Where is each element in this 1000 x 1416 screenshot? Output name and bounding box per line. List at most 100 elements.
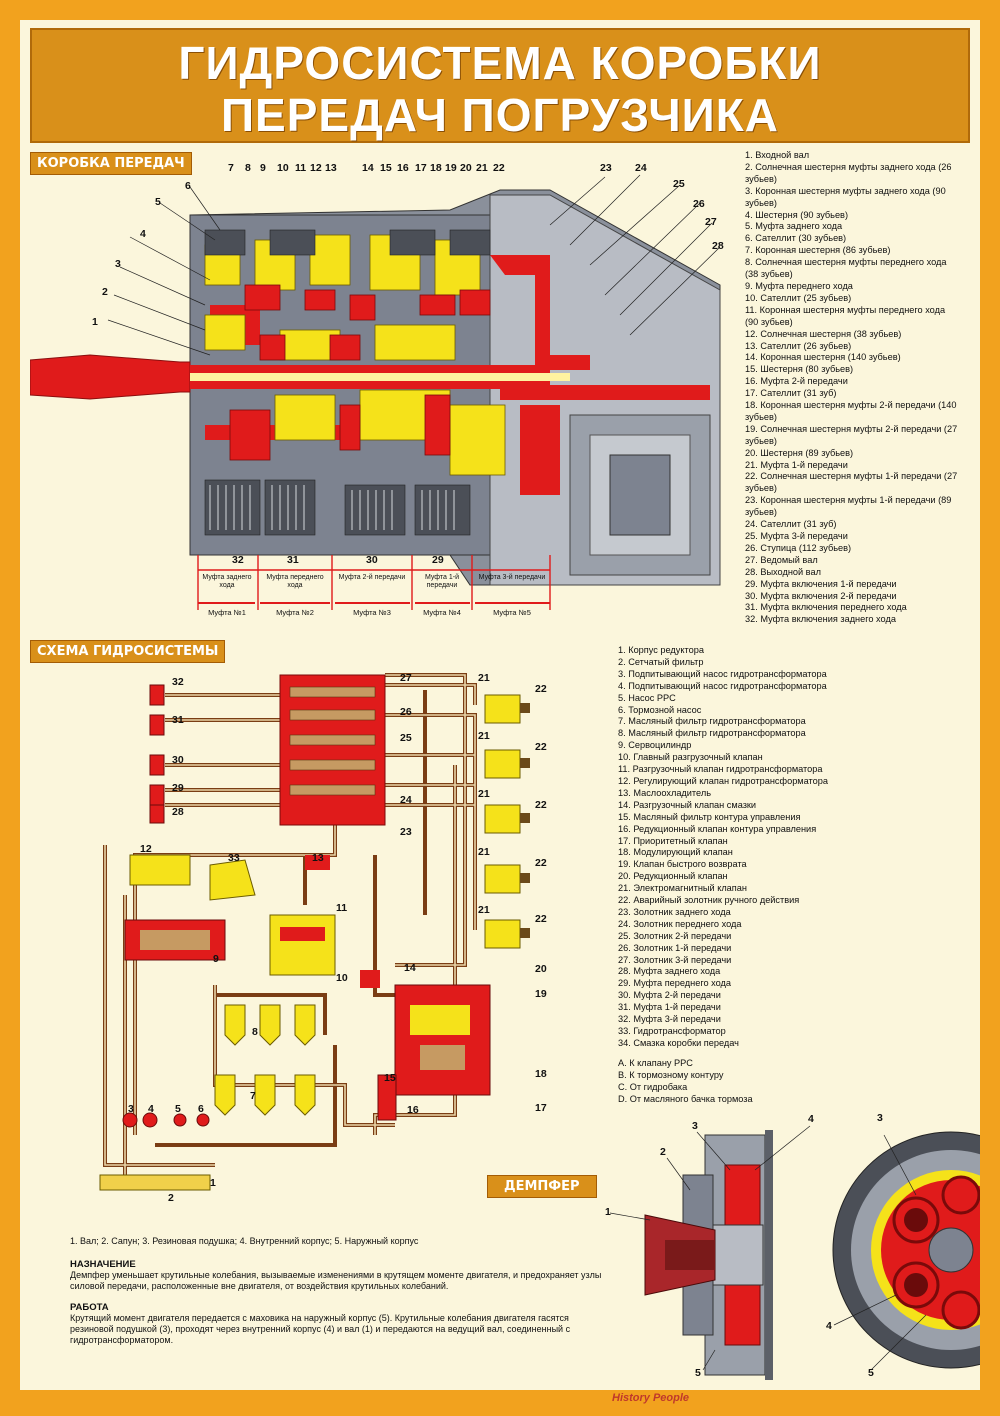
legend-item: 22. Аварийный золотник ручного действия [618, 895, 800, 906]
legend-item: 25. Муфта 3-й передачи [745, 531, 848, 541]
legend-item: 4. Шестерня (90 зубьев) [745, 209, 849, 220]
damper-purpose-text: Демпфер уменьшает крутильные колебания, … [70, 1270, 602, 1291]
legend-item: 20. Редукционный клапан [618, 871, 728, 882]
legend-item: 24. Золотник переднего хода [618, 918, 742, 929]
legend-item: 15. Шестерня (80 зубьев) [745, 364, 854, 375]
clutch-name: Муфта заднего хода [202, 574, 252, 589]
legend-item: 1. Входной вал [745, 150, 810, 160]
clutch-name-row: Муфта заднего хода Муфта переднего хода … [198, 574, 550, 596]
legend-item: 32. Муфта 3-й передачи [618, 1014, 721, 1025]
legend-item: 31. Муфта 1-й передачи [618, 1002, 721, 1013]
clutch-number: Муфта №4 [423, 608, 461, 617]
legend-item: 9. Сервоцилиндр [618, 740, 692, 751]
clutch-number: Муфта №2 [276, 608, 314, 617]
legend-item: 21. Электромагнитный клапан [618, 883, 747, 894]
legend-item: 26. Ступица (112 зубьев) [745, 542, 852, 553]
title-line-2: ПЕРЕДАЧ ПОГРУЗЧИКА [220, 89, 780, 141]
legend-item: 18. Коронная шестерня муфты 2-й передачи… [745, 400, 957, 422]
legend-item: 28. Выходной вал [745, 566, 821, 577]
legend-item: 6. Сателлит (30 зубьев) [745, 233, 847, 244]
section-gearbox-label: КОРОБКА ПЕРЕДАЧ [30, 152, 192, 175]
legend-item: 20. Шестерня (89 зубьев) [745, 447, 854, 458]
legend-item: 27. Ведомый вал [745, 554, 818, 565]
legend-item: 33. Гидротрансформатор [618, 1026, 726, 1036]
clutch-number: Муфта №3 [353, 608, 391, 617]
legend-item: 19. Солнечная шестерня муфты 2-й передач… [745, 423, 958, 446]
legend-item: 14. Разгрузочный клапан смазки [618, 799, 757, 810]
legend-item: 7. Масляный фильтр гидротрансформатора [618, 716, 806, 727]
legend-item: 12. Регулирующий клапан гидротрансформат… [618, 775, 828, 786]
legend-item: 9. Муфта переднего хода [745, 280, 853, 291]
legend-item: 22. Солнечная шестерня муфты 1-й передач… [745, 471, 958, 494]
legend-item: 29. Муфта включения 1-й передачи [745, 578, 897, 589]
gearbox-cutaway-drawing [30, 174, 721, 610]
legend-item: 3. Коронная шестерня муфты заднего хода … [745, 185, 946, 208]
hydro-legend: 1. Корпус редуктора 2. Сетчатый фильтр 3… [618, 645, 828, 1105]
section-damper-label: ДЕМПФЕР [487, 1175, 597, 1198]
legend-item: 13. Сателлит (26 зубьев) [745, 340, 852, 351]
legend-item: 17. Сателлит (31 зуб) [745, 388, 837, 399]
section-hydro-label: СХЕМА ГИДРОСИСТЕМЫ [30, 640, 226, 663]
damper-description: 1. Вал; 2. Сапун; 3. Резиновая подушка; … [70, 1236, 610, 1346]
legend-item: 18. Модулирующий клапан [618, 847, 733, 858]
legend-item: 11. Разгрузочный клапан гидротрансформат… [618, 764, 823, 775]
clutch-number-row: Муфта №1 Муфта №2 Муфта №3 Муфта №4 Муфт… [198, 608, 550, 620]
legend-item: 11. Коронная шестерня муфты переднего хо… [745, 304, 946, 327]
damper-work-heading: РАБОТА [70, 1302, 109, 1313]
legend-item: 8. Солнечная шестерня муфты переднего хо… [745, 257, 947, 280]
legend-item: 1. Корпус редуктора [618, 645, 704, 655]
clutch-number: Муфта №1 [208, 608, 246, 617]
clutch-name: Муфта переднего хода [266, 574, 324, 589]
clutch-name: Муфта 2-й передачи [338, 574, 406, 581]
legend-item: 6. Тормозной насос [618, 704, 702, 715]
clutch-number: Муфта №5 [493, 608, 531, 617]
legend-item: 14. Коронная шестерня (140 зубьев) [745, 352, 901, 363]
legend-item: 5. Насос РРС [618, 692, 676, 703]
legend-item: 28. Муфта заднего хода [618, 966, 721, 977]
legend-item: 2. Солнечная шестерня муфты заднего хода… [745, 161, 952, 184]
legend-item: 30. Муфта включения 2-й передачи [745, 590, 897, 601]
legend-item: 8. Масляный фильтр гидротрансформатора [618, 728, 806, 739]
legend-item: 21. Муфта 1-й передачи [745, 459, 848, 470]
legend-item: 16. Редукционный клапан контура управлен… [618, 823, 817, 834]
legend-item: 3. Подпитывающий насос гидротрансформато… [618, 668, 827, 679]
legend-item: 13. Маслоохладитель [618, 787, 711, 798]
legend-item: 10. Главный разгрузочный клапан [618, 752, 763, 763]
legend-item: 19. Клапан быстрого возврата [618, 859, 747, 870]
legend-item: 16. Муфта 2-й передачи [745, 376, 848, 387]
legend-item: B. К тормозному контуру [618, 1069, 724, 1080]
damper-parts-list: 1. Вал; 2. Сапун; 3. Резиновая подушка; … [70, 1236, 419, 1246]
title-banner: ГИДРОСИСТЕМА КОРОБКИ ПЕРЕДАЧ ПОГРУЗЧИКА [30, 28, 970, 143]
legend-item: 23. Коронная шестерня муфты 1-й передачи… [745, 495, 952, 518]
legend-item: 12. Солнечная шестерня (38 зубьев) [745, 328, 902, 339]
clutch-name: Муфта 3-й передачи [478, 574, 546, 581]
legend-item: 26. Золотник 1-й передачи [618, 942, 732, 953]
damper-front-drawing [832, 1131, 980, 1371]
damper-section-drawing [609, 1125, 811, 1380]
gearbox-legend: 1. Входной вал 2. Солнечная шестерня муф… [745, 150, 960, 626]
legend-item: 15. Масляный фильтр контура управления [618, 811, 801, 822]
legend-item: 31. Муфта включения переднего хода [745, 602, 907, 613]
legend-item: 30. Муфта 2-й передачи [618, 990, 721, 1001]
legend-item: 32. Муфта включения заднего хода [745, 614, 896, 625]
legend-item: 25. Золотник 2-й передачи [618, 930, 732, 941]
legend-item: 24. Сателлит (31 зуб) [745, 519, 837, 530]
hydraulic-scheme-drawing [99, 673, 530, 1191]
damper-work-text: Крутящий момент двигателя передается с м… [70, 1313, 571, 1345]
legend-item: 7. Коронная шестерня (86 зубьев) [745, 245, 891, 256]
legend-item: D. От масляного бачка тормоза [618, 1093, 753, 1104]
legend-item: 34. Смазка коробки передач [618, 1037, 739, 1048]
legend-item: C. От гидробака [618, 1081, 688, 1092]
clutch-name: Муфта 1-й передачи [424, 574, 460, 589]
legend-item: 4. Подпитывающий насос гидротрансформато… [618, 680, 827, 691]
title-line-1: ГИДРОСИСТЕМА КОРОБКИ [178, 37, 822, 89]
legend-item: 2. Сетчатый фильтр [618, 656, 704, 667]
legend-item: 27. Золотник 3-й передачи [618, 954, 732, 965]
legend-item: A. К клапану РРС [618, 1057, 693, 1068]
publisher-logo: History People [612, 1392, 690, 1404]
damper-purpose-heading: НАЗНАЧЕНИЕ [70, 1259, 136, 1270]
legend-item: 29. Муфта переднего хода [618, 978, 732, 989]
legend-item: 23. Золотник заднего хода [618, 906, 731, 917]
legend-item: 10. Сателлит (25 зубьев) [745, 292, 852, 303]
legend-item: 17. Приоритетный клапан [618, 835, 728, 846]
